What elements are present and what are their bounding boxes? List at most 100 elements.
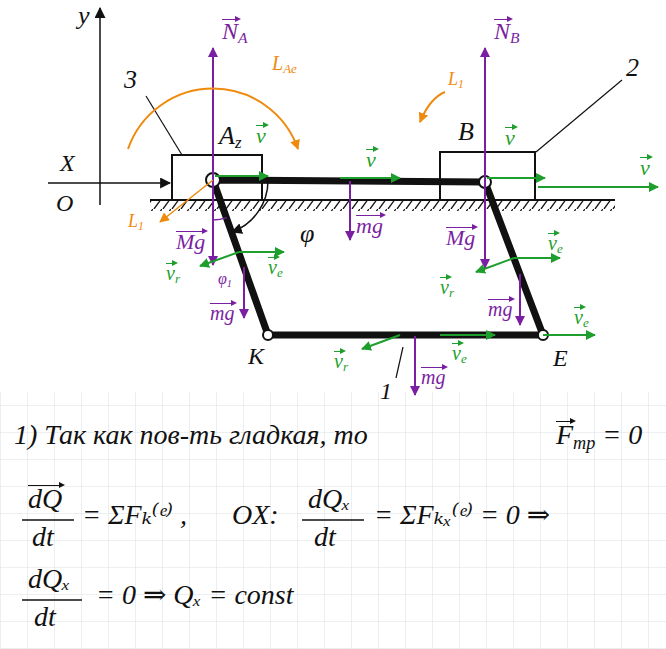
label-part: y	[78, 1, 90, 30]
reaction-x-arrow	[48, 182, 170, 184]
point-label: E	[553, 345, 568, 371]
label-part: φ	[218, 270, 227, 287]
label-part: O	[56, 190, 73, 216]
label-subscript: r	[343, 359, 348, 374]
point-label: K	[248, 343, 264, 369]
hinge-joint	[263, 330, 273, 340]
callout-number: 2	[626, 54, 639, 83]
angle-label: φ1	[218, 270, 232, 289]
fraction-bar	[302, 519, 364, 521]
velocity-label: vr	[334, 350, 348, 373]
formula-text: = ΣFₖ⁽ᵉ⁾ ,	[82, 500, 187, 531]
label-part: dt	[34, 601, 56, 632]
formula-text: Fтр = 0	[556, 420, 642, 452]
force-label: Mg	[446, 226, 475, 250]
formula-denominator: dt	[32, 522, 54, 553]
force-label: Mg	[176, 230, 205, 254]
formula-numerator: dQₓ	[28, 564, 70, 595]
label-part: 3	[124, 65, 137, 94]
label-subscript: e	[277, 265, 283, 280]
label-part: 1) Так как пов-ть гладкая, то	[14, 419, 368, 450]
moment-arc	[420, 92, 445, 122]
label-part: Mg	[176, 230, 205, 254]
normal-force-arrow	[484, 48, 486, 182]
velocity-arrow	[514, 257, 560, 259]
label-part: v	[334, 350, 343, 372]
label-part: v	[574, 306, 583, 328]
force-label: NB	[494, 18, 520, 45]
velocity-arrow	[476, 258, 514, 272]
velocity-arrow	[440, 334, 495, 336]
label-part: dQₓ	[28, 563, 70, 594]
notebook-grid	[0, 392, 666, 649]
formula-denominator: dt	[34, 602, 56, 633]
label-part: mg	[488, 298, 512, 320]
label-part: v	[256, 124, 266, 148]
velocity-label: ve	[268, 256, 283, 279]
label-part: X	[60, 150, 75, 176]
leader-line	[396, 347, 403, 378]
velocity-arrow	[543, 334, 595, 336]
label-part: N	[222, 18, 238, 44]
weight-arrow	[243, 267, 245, 318]
formula-numerator: dQ	[28, 484, 62, 515]
fraction-bar	[22, 599, 82, 601]
label-subscript: 1	[138, 220, 144, 233]
velocity-label: vr	[440, 276, 454, 299]
label-part: mg	[421, 366, 445, 388]
label-subscript: тр	[573, 433, 595, 453]
velocity-arrow	[215, 175, 268, 177]
label-subscript: e	[583, 315, 589, 330]
velocity-label: v	[366, 148, 376, 172]
label-part: φ	[300, 219, 314, 248]
normal-force-arrow	[212, 48, 214, 180]
force-label: mg	[356, 214, 383, 238]
force-label: mg	[488, 298, 512, 320]
velocity-label: v	[505, 126, 515, 150]
label-part: v	[548, 232, 557, 254]
weight-arrow	[212, 180, 214, 265]
callout-number: 1	[380, 378, 392, 404]
label-part: dQ	[28, 484, 62, 515]
label-part: 2	[626, 53, 639, 82]
label-part: A	[219, 121, 235, 150]
moment-arrow	[160, 180, 213, 222]
formula-text: = ΣFₖₓ⁽ᵉ⁾ = 0 ⇒	[374, 500, 550, 531]
formula-text: OX:	[232, 500, 279, 531]
weight-arrow	[349, 181, 351, 240]
weight-arrow	[414, 336, 416, 395]
label-part: K	[248, 343, 264, 369]
moment-label: L1	[448, 70, 464, 91]
velocity-arrow	[538, 186, 658, 188]
label-part: OX:	[232, 499, 279, 530]
force-label: mg	[421, 366, 445, 388]
origin-label: O	[56, 190, 73, 216]
velocity-arrow	[487, 177, 545, 179]
velocity-label: vr	[166, 262, 180, 285]
label-subscript: e	[461, 351, 467, 366]
label-part: Mg	[446, 226, 475, 250]
y-axis	[99, 8, 101, 205]
label-part: dQₓ	[308, 483, 350, 514]
velocity-arrow	[340, 177, 400, 179]
label-part: dt	[32, 521, 54, 552]
velocity-arrow	[200, 252, 239, 266]
label-part: B	[458, 117, 474, 146]
formula-denominator: dt	[314, 522, 336, 553]
label-subscript: r	[449, 285, 454, 300]
label-subscript: e	[557, 241, 563, 256]
parallelogram-rods	[213, 180, 543, 335]
force-label: mg	[210, 302, 234, 324]
label-part: = 0	[595, 419, 642, 450]
formula-text: 1) Так как пов-ть гладкая, то	[14, 420, 368, 451]
moment-label: L1	[128, 212, 144, 233]
label-part: mg	[356, 214, 383, 238]
angle-arc	[213, 218, 227, 220]
fraction-bar	[22, 519, 74, 521]
label-subscript: z	[235, 133, 242, 152]
label-part: v	[366, 148, 376, 172]
label-part: = 0 ⇒ Qₓ = const	[96, 579, 294, 610]
label-subscript: r	[175, 271, 180, 286]
